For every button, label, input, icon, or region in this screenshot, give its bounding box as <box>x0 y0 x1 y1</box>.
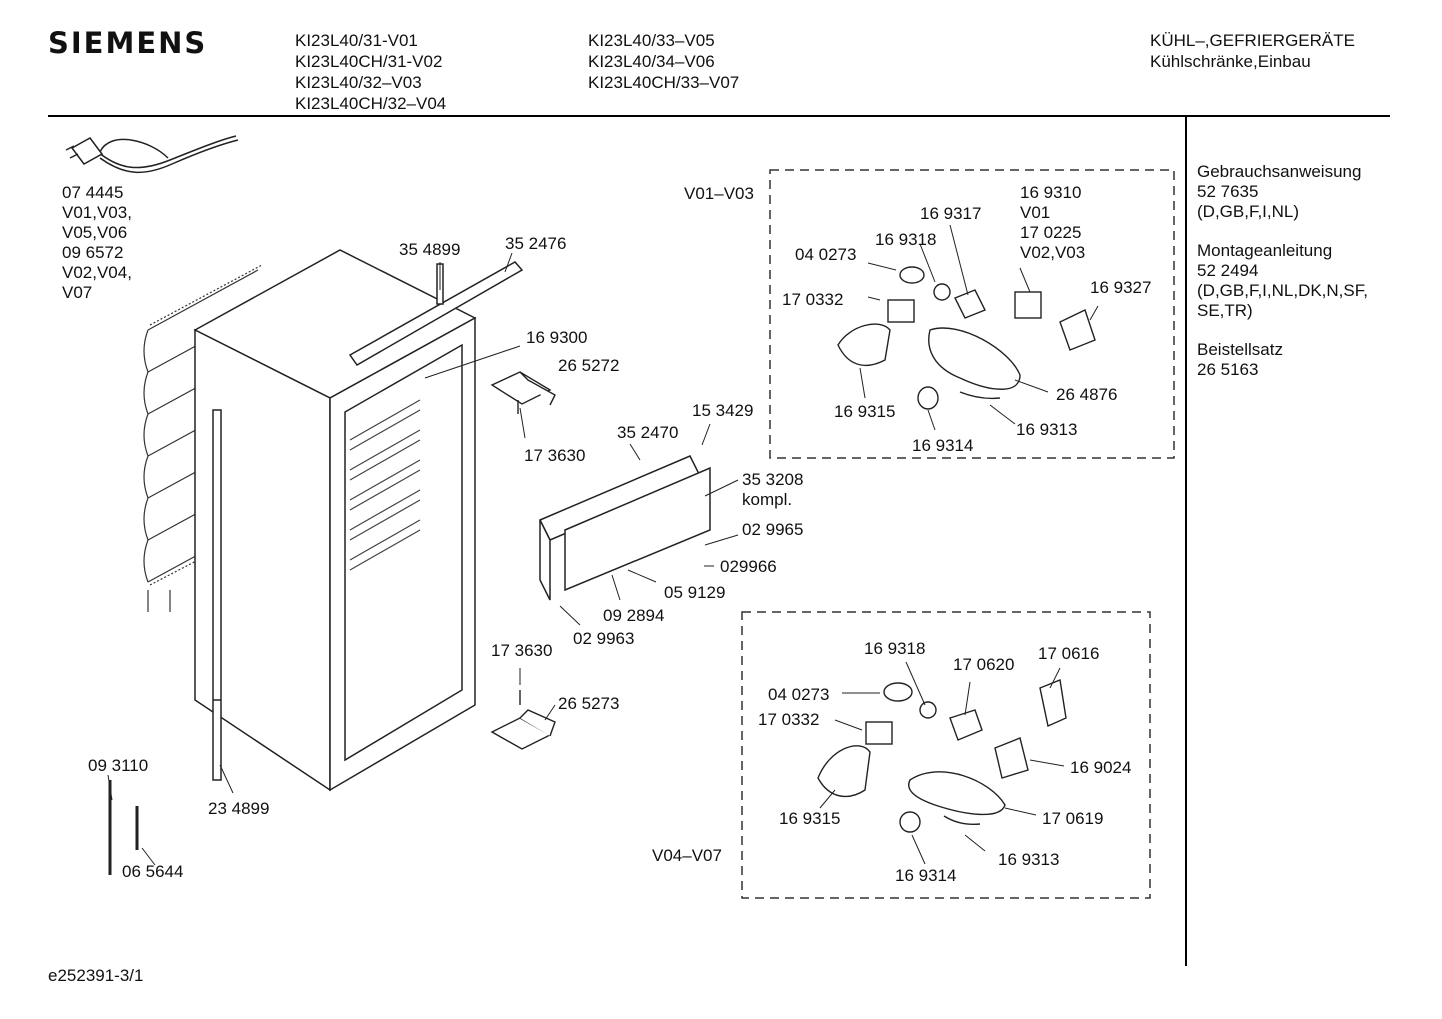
model-item: KI23L40CH/32–V04 <box>295 94 447 113</box>
label-part: 02 9965 <box>742 520 804 539</box>
category-sub: Kühlschränke,Einbau <box>1150 52 1311 71</box>
model-item: KI23L40CH/33–V07 <box>588 73 740 92</box>
power-cable-icon <box>65 135 239 174</box>
leader-lines <box>107 224 1099 866</box>
category-main: KÜHL–,GEFRIERGERÄTE <box>1150 31 1355 50</box>
brand-logo: SIEMENS <box>48 26 208 60</box>
label-part: 15 3429 <box>692 401 754 420</box>
refrigerator-cabinet-icon <box>193 249 477 792</box>
label-part: 17 0332 <box>758 710 820 729</box>
label-power-cable: 07 4445 V01,V03, V05,V06 09 6572 V02,V04… <box>62 183 132 302</box>
label-part: 029966 <box>720 557 777 576</box>
label-part: 26 5272 <box>558 356 620 375</box>
label-part: 17 0620 <box>953 655 1015 674</box>
label-part: 17 0619 <box>1042 809 1104 828</box>
label-part: 17 3630 <box>524 446 586 465</box>
label-part: 09 3110 <box>88 756 149 775</box>
doc-user-manual: Gebrauchsanweisung 52 7635 (D,GB,F,I,NL) <box>1197 162 1362 221</box>
model-item: KI23L40/32–V03 <box>295 73 422 92</box>
label-part: 09 2894 <box>603 606 665 625</box>
freezer-door-icon <box>538 455 711 601</box>
label-part: 06 5644 <box>122 862 184 881</box>
label-part: 16 9024 <box>1070 758 1132 777</box>
label-part: 35 2476 <box>505 234 567 253</box>
model-list-2: KI23L40/33–V05 KI23L40/34–V06 KI23L40CH/… <box>588 30 739 93</box>
label-part: 16 9313 <box>998 850 1060 869</box>
label-part: 16 9314 <box>895 866 957 885</box>
door-hinge-top-icon <box>490 371 556 414</box>
label-part: 17 3630 <box>491 641 553 660</box>
variant-box-top <box>769 169 1175 459</box>
doc-accessory-kit: Beistellsatz 26 5163 <box>1197 340 1283 379</box>
variant-label-top: V01–V03 <box>684 184 754 203</box>
model-list-1: KI23L40/31-V01 KI23L40CH/31-V02 KI23L40/… <box>295 30 446 114</box>
thermostat-sensor-icon <box>108 780 139 875</box>
label-part: 16 9318 <box>875 230 937 249</box>
label-part: 04 0273 <box>768 685 830 704</box>
doc-installation-guide: Montageanleitung 52 2494 (D,GB,F,I,NL,DK… <box>1197 241 1368 320</box>
label-part: 35 3208 kompl. <box>742 470 804 509</box>
label-part: 17 0332 <box>782 290 844 309</box>
model-item: KI23L40/34–V06 <box>588 52 715 71</box>
label-part: 16 9317 <box>920 204 982 223</box>
label-part: 16 9327 <box>1090 278 1152 297</box>
model-item: KI23L40/33–V05 <box>588 31 715 50</box>
model-item: KI23L40/31-V01 <box>295 31 418 50</box>
label-part: 05 9129 <box>664 583 726 602</box>
model-item: KI23L40CH/31-V02 <box>295 52 443 71</box>
lamp-assembly-top-icon <box>837 266 1096 410</box>
label-part: 02 9963 <box>573 629 635 648</box>
label-part: 16 9315 <box>779 809 841 828</box>
variant-box-bottom <box>741 611 1151 899</box>
label-part: 16 9314 <box>912 436 974 455</box>
label-part: 04 0273 <box>795 245 857 264</box>
product-category: KÜHL–,GEFRIERGERÄTE Kühlschränke,Einbau <box>1150 30 1355 72</box>
label-part: 16 9300 <box>526 328 588 347</box>
drawing-id: e252391-3/1 <box>48 966 144 985</box>
label-part: 26 4876 <box>1056 385 1118 404</box>
label-part: 26 5273 <box>558 694 620 713</box>
lamp-assembly-bottom-icon <box>817 679 1067 833</box>
label-part: 23 4899 <box>208 799 270 818</box>
door-hinge-bottom-icon <box>490 690 556 750</box>
documents-sidebar: Gebrauchsanweisung 52 7635 (D,GB,F,I,NL)… <box>1197 162 1368 399</box>
variant-label-bottom: V04–V07 <box>652 846 722 865</box>
label-part: 35 4899 <box>399 240 461 259</box>
label-part: 16 9318 <box>864 639 926 658</box>
label-part: 16 9310 V01 17 0225 V02,V03 <box>1020 183 1086 262</box>
label-part: 16 9313 <box>1016 420 1078 439</box>
label-part: 17 0616 <box>1038 644 1100 663</box>
label-part: 35 2470 <box>617 423 679 442</box>
label-part: 16 9315 <box>834 402 896 421</box>
